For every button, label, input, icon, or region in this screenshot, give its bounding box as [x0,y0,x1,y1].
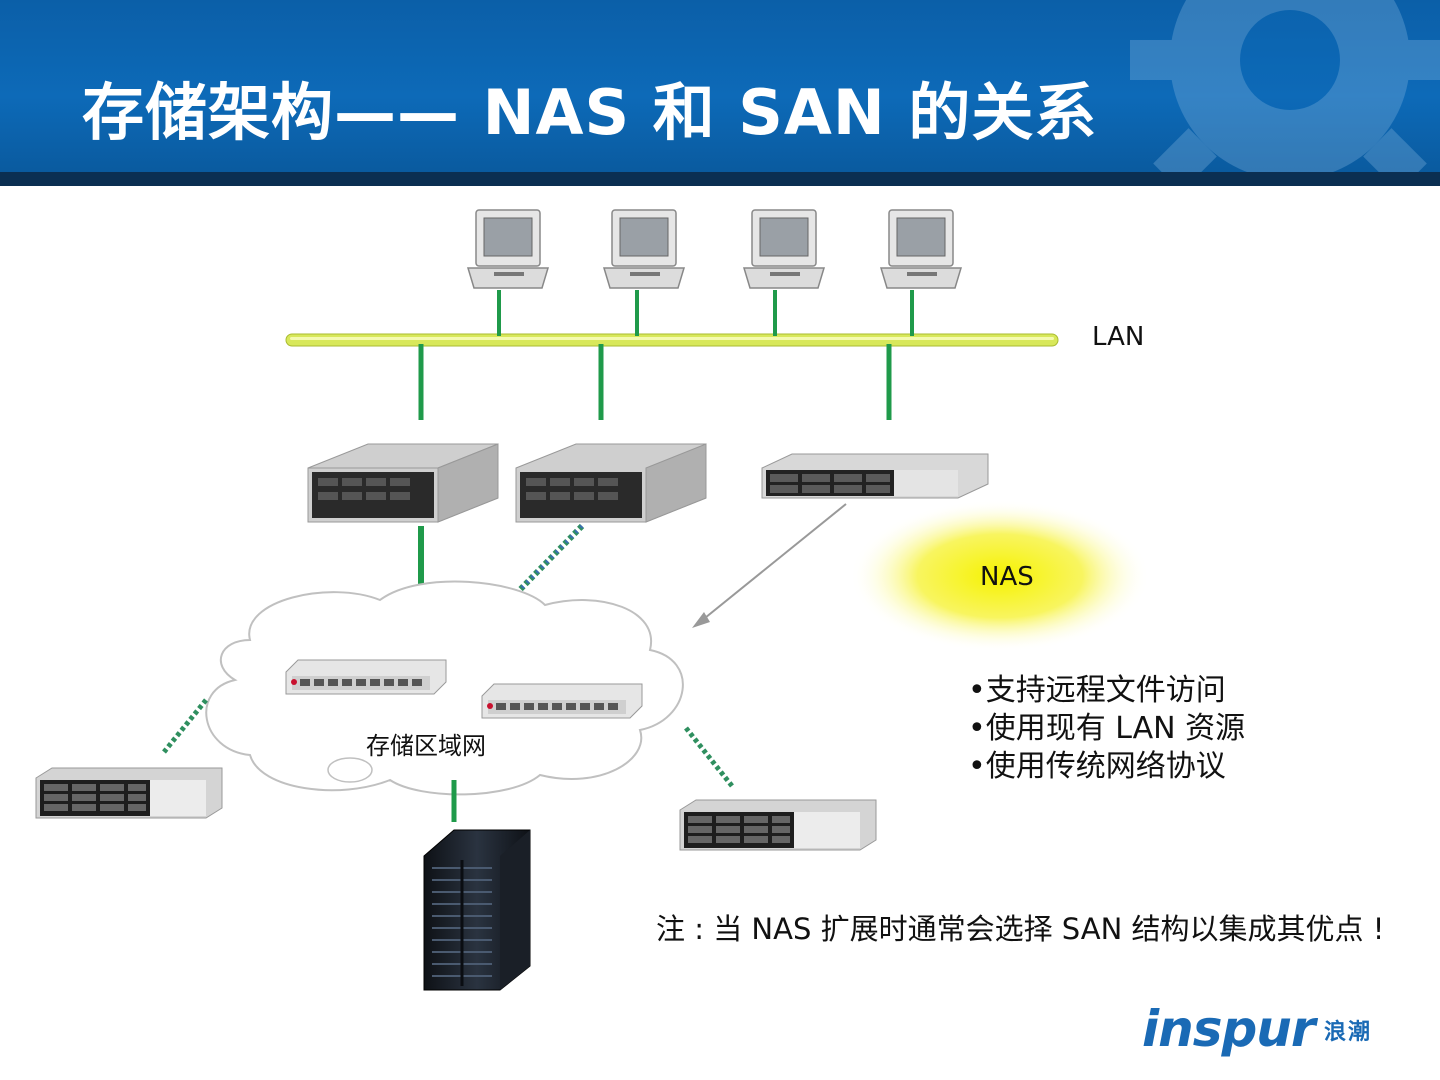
lan-server-links [418,344,892,420]
footnote: 注 : 当 NAS 扩展时通常会选择 SAN 结构以集成其优点 ! [656,912,1385,946]
nas-label: NAS [980,562,1034,592]
san-storage-links [162,698,734,822]
storage-rack [423,829,531,991]
lan-label: LAN [1092,322,1145,352]
logo-brand-cn: 浪潮 [1324,1020,1373,1045]
san-cloud [205,580,684,796]
client-lan-links [497,290,914,336]
app-server-2 [515,443,707,523]
client-pc-1 [466,209,550,289]
nas-feature-item: •使用现有 LAN 资源 [968,711,1246,746]
header-divider [0,172,1440,186]
nas-device [761,453,989,499]
client-pc-2 [602,209,686,289]
nas-to-san-arrow [692,503,847,628]
nas-highlight [850,500,1150,652]
lan-bus [285,333,1059,347]
client-pc-4 [879,209,963,289]
fc-switch-1 [285,659,447,695]
storage-array-right [679,799,877,851]
storage-array-left [35,767,223,819]
inspur-logo: inspur 浪潮 [1142,1000,1432,1070]
gear-icon [1130,0,1440,175]
logo-brand: inspur [1142,1000,1316,1058]
page-title: 存储架构—— NAS 和 SAN 的关系 [82,76,1098,149]
fc-switch-2 [481,683,643,719]
nas-feature-item: •使用传统网络协议 [968,749,1226,784]
san-label: 存储区域网 [366,732,486,760]
nas-feature-list: •支持远程文件访问 •使用现有 LAN 资源 •使用传统网络协议 [968,672,1245,786]
app-server-1 [307,443,499,523]
client-pc-3 [742,209,826,289]
title-banner: 存储架构—— NAS 和 SAN 的关系 [0,0,1440,175]
nas-feature-item: •支持远程文件访问 [968,673,1226,708]
